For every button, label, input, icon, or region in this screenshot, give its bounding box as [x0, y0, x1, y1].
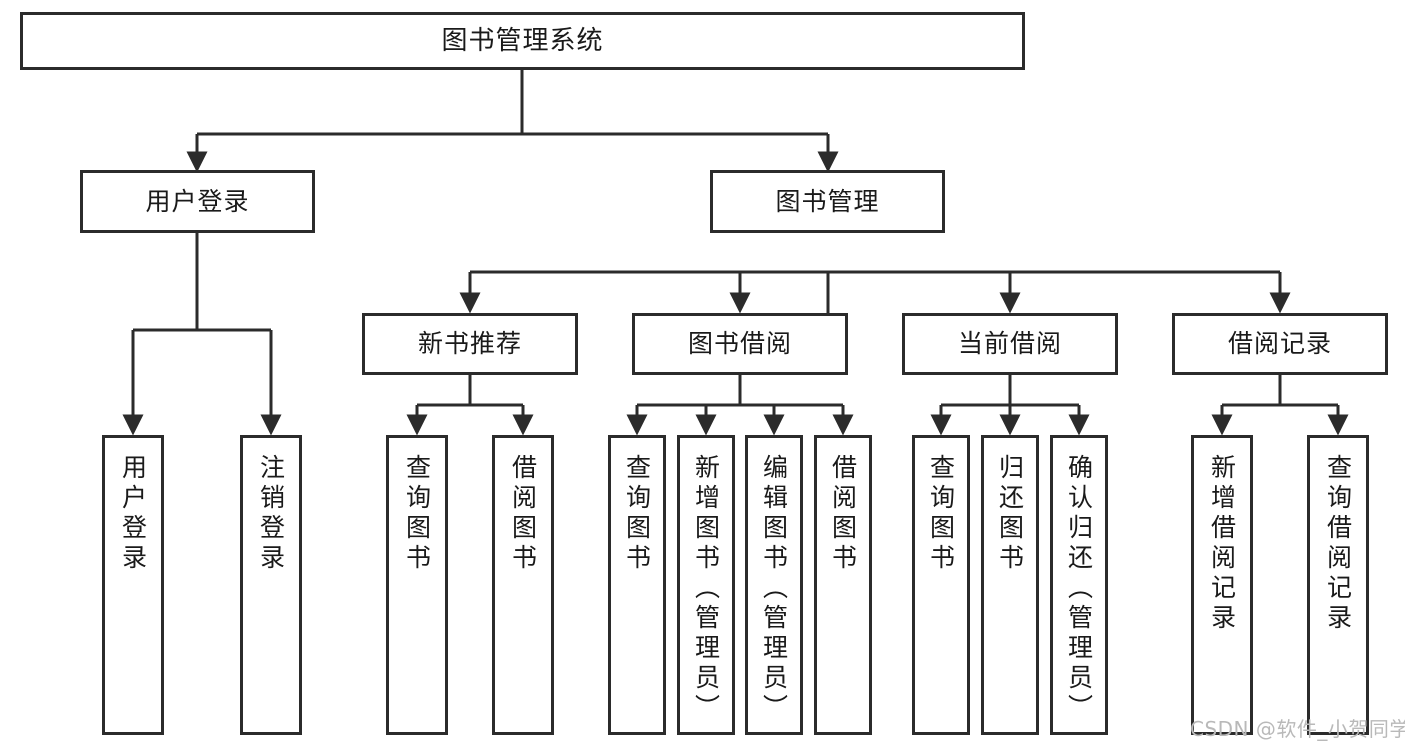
node-label: 查询图书: [622, 454, 652, 574]
node-borrow-record[interactable]: 借阅记录: [1172, 313, 1388, 375]
csdn-watermark: CSDN @软件_小贺同学: [1190, 717, 1405, 741]
leaf-user-login-logout[interactable]: 注销登录: [240, 435, 302, 735]
node-new-book-recommend[interactable]: 新书推荐: [362, 313, 578, 375]
node-label: 新增图书（管理员）: [691, 454, 721, 724]
node-label: 编辑图书（管理员）: [759, 454, 789, 724]
node-label: 查询借阅记录: [1323, 454, 1353, 634]
node-label: 归还图书: [995, 454, 1025, 574]
leaf-current-borrow-confirm-return-admin[interactable]: 确认归还（管理员）: [1050, 435, 1108, 735]
leaf-book-borrow-edit-book-admin[interactable]: 编辑图书（管理员）: [745, 435, 803, 735]
node-label: 用户登录: [118, 454, 148, 574]
leaf-current-borrow-return-book[interactable]: 归还图书: [981, 435, 1039, 735]
node-current-borrow[interactable]: 当前借阅: [902, 313, 1118, 375]
node-label: 新增借阅记录: [1207, 454, 1237, 634]
leaf-book-borrow-query-book[interactable]: 查询图书: [608, 435, 666, 735]
node-label: 借阅图书: [508, 454, 538, 574]
node-label: 图书管理系统: [441, 25, 604, 56]
node-label: 新书推荐: [417, 329, 522, 359]
node-label: 注销登录: [256, 454, 286, 574]
leaf-current-borrow-query-book[interactable]: 查询图书: [912, 435, 970, 735]
node-label: 用户登录: [145, 186, 250, 216]
node-label: 借阅记录: [1227, 329, 1332, 359]
node-label: 确认归还（管理员）: [1064, 454, 1094, 724]
node-book-manage[interactable]: 图书管理: [710, 170, 945, 233]
leaf-book-borrow-borrow-book[interactable]: 借阅图书: [814, 435, 872, 735]
leaf-book-borrow-add-book-admin[interactable]: 新增图书（管理员）: [677, 435, 735, 735]
node-label: 查询图书: [402, 454, 432, 574]
node-label: 查询图书: [926, 454, 956, 574]
leaf-borrow-record-query-record[interactable]: 查询借阅记录: [1307, 435, 1369, 735]
node-user-login[interactable]: 用户登录: [80, 170, 315, 233]
node-label: 图书管理: [775, 186, 880, 216]
node-label: 当前借阅: [957, 329, 1062, 359]
node-root-system[interactable]: 图书管理系统: [20, 12, 1025, 70]
leaf-new-book-borrow-book[interactable]: 借阅图书: [492, 435, 554, 735]
node-book-borrow[interactable]: 图书借阅: [632, 313, 848, 375]
leaf-user-login-login[interactable]: 用户登录: [102, 435, 164, 735]
node-label: 图书借阅: [687, 329, 792, 359]
leaf-borrow-record-add-record[interactable]: 新增借阅记录: [1191, 435, 1253, 735]
leaf-new-book-query-book[interactable]: 查询图书: [386, 435, 448, 735]
node-label: 借阅图书: [828, 454, 858, 574]
